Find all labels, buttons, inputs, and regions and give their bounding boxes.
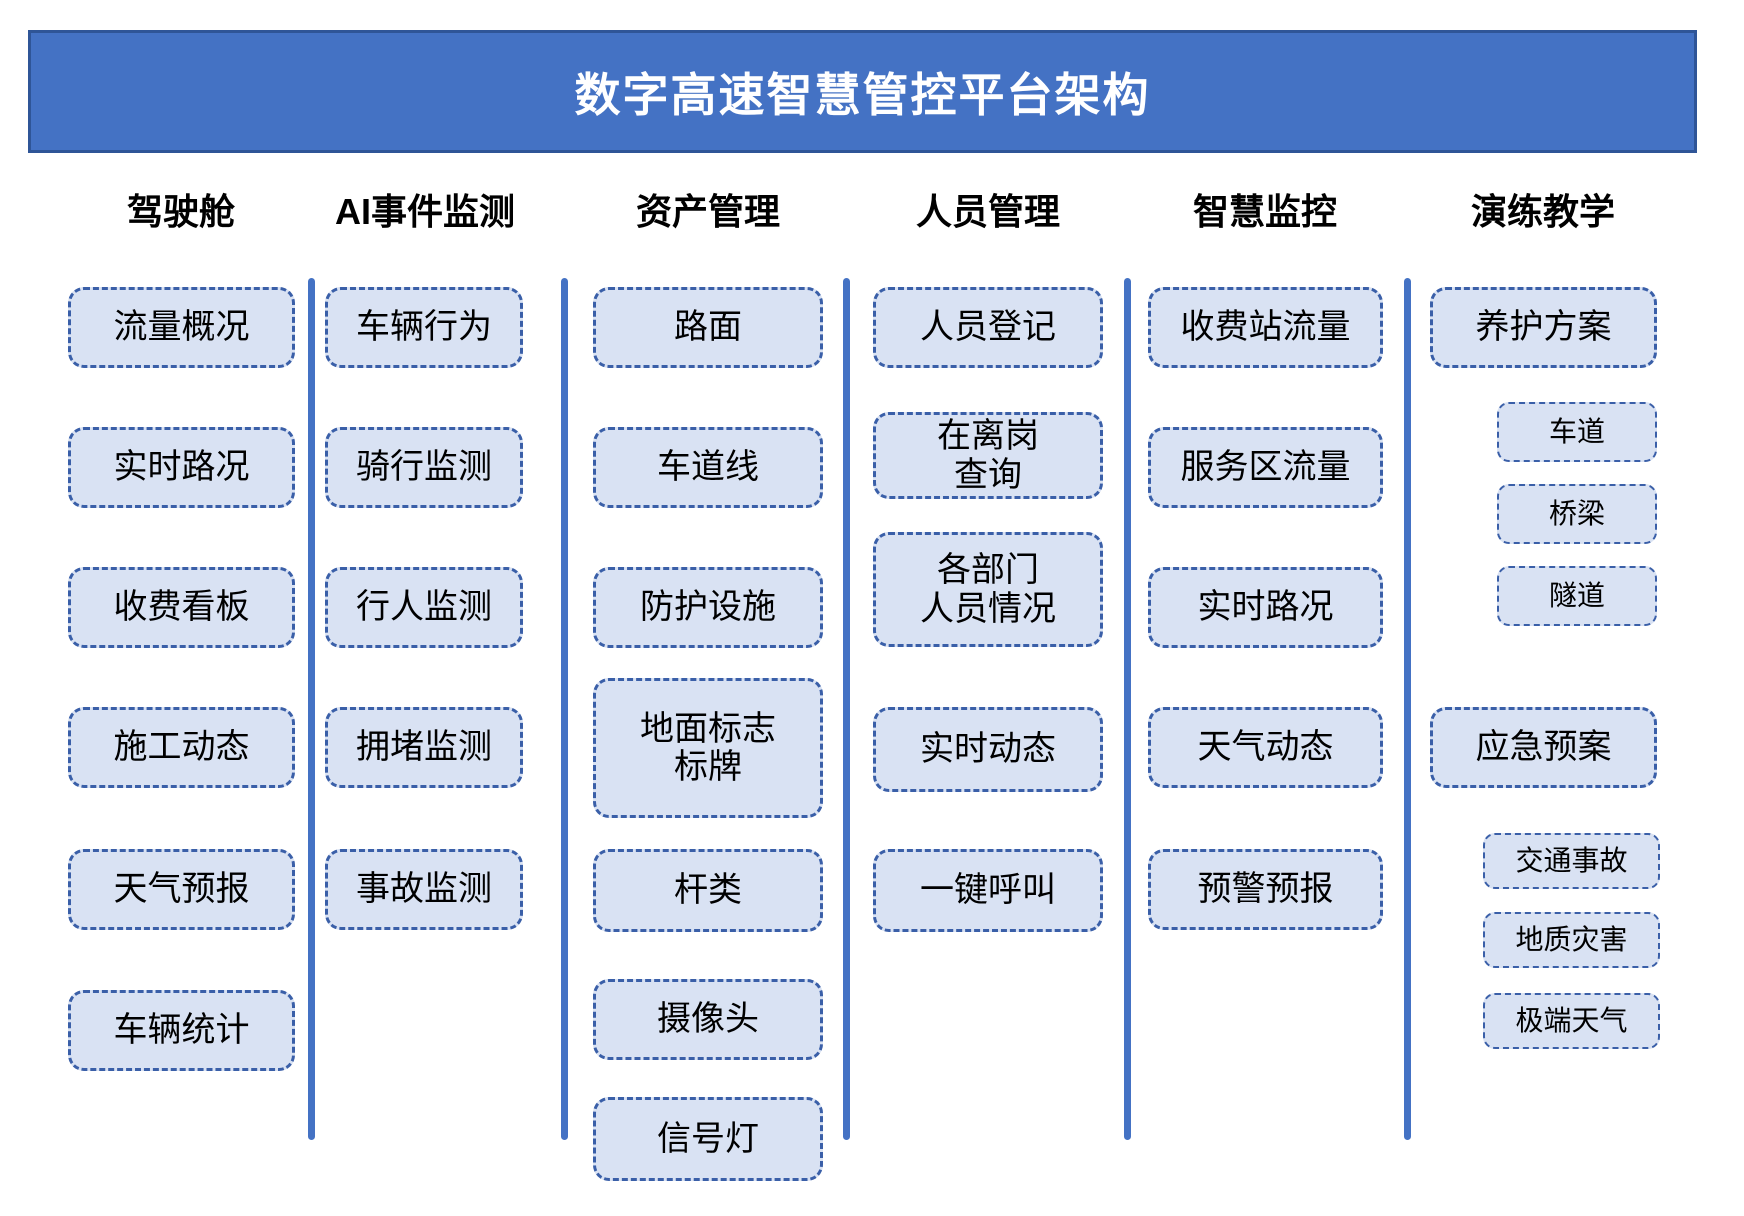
module-box-realtime-traffic: 实时路况	[68, 427, 295, 508]
module-box-emergency-plan: 应急预案	[1430, 707, 1657, 788]
column-header-cockpit: 驾驶舱	[126, 191, 235, 232]
module-box-traffic-accident: 交通事故	[1483, 833, 1660, 889]
module-box-bridge: 桥梁	[1497, 484, 1657, 544]
module-box-extreme-weather: 极端天气	[1483, 993, 1660, 1049]
column-divider	[1404, 278, 1411, 1140]
module-box-poles: 杆类	[593, 849, 823, 932]
column-divider	[561, 278, 568, 1140]
column-header-personnel-management: 人员管理	[915, 191, 1060, 232]
column-header-ai-event-monitoring: AI事件监测	[334, 191, 515, 232]
module-box-lane: 车道	[1497, 402, 1657, 462]
module-box-lane-lines: 车道线	[593, 427, 823, 508]
module-box-flow-overview: 流量概况	[68, 287, 295, 368]
column-header-asset-management: 资产管理	[635, 191, 780, 232]
module-box-accident-monitor: 事故监测	[325, 849, 523, 930]
module-box-one-touch-call: 一键呼叫	[873, 849, 1103, 932]
module-box-protective-facilities: 防护设施	[593, 567, 823, 648]
module-box-service-area-flow: 服务区流量	[1148, 427, 1383, 508]
module-box-construction-status: 施工动态	[68, 707, 295, 788]
module-box-maintenance-plan: 养护方案	[1430, 287, 1657, 368]
module-box-cameras: 摄像头	[593, 979, 823, 1060]
column-divider	[1124, 278, 1131, 1140]
module-box-weather-forecast: 天气预报	[68, 849, 295, 930]
module-box-toll-board: 收费看板	[68, 567, 295, 648]
module-box-pedestrian-monitor: 行人监测	[325, 567, 523, 648]
module-box-geological-disaster: 地质灾害	[1483, 912, 1660, 968]
column-header-drill-teaching: 演练教学	[1470, 191, 1615, 232]
module-box-ground-signs: 地面标志 标牌	[593, 678, 823, 818]
module-box-cycling-monitor: 骑行监测	[325, 427, 523, 508]
column-divider	[843, 278, 850, 1140]
module-box-tunnel: 隧道	[1497, 566, 1657, 626]
module-box-road-surface: 路面	[593, 287, 823, 368]
module-box-congestion-monitor: 拥堵监测	[325, 707, 523, 788]
module-box-vehicle-stats: 车辆统计	[68, 990, 295, 1071]
page-title: 数字高速智慧管控平台架构	[574, 68, 1151, 121]
module-box-on-off-duty-query: 在离岗 查询	[873, 412, 1103, 499]
column-header-smart-monitoring: 智慧监控	[1192, 191, 1337, 232]
module-box-toll-station-flow: 收费站流量	[1148, 287, 1383, 368]
module-box-weather-status: 天气动态	[1148, 707, 1383, 788]
module-box-realtime-road: 实时路况	[1148, 567, 1383, 648]
module-box-warning-forecast: 预警预报	[1148, 849, 1383, 930]
module-box-personnel-registration: 人员登记	[873, 287, 1103, 368]
module-box-realtime-status: 实时动态	[873, 707, 1103, 792]
module-box-department-staff-status: 各部门 人员情况	[873, 532, 1103, 647]
title-banner: 数字高速智慧管控平台架构	[28, 30, 1697, 153]
column-divider	[308, 278, 315, 1140]
module-box-vehicle-behavior: 车辆行为	[325, 287, 523, 368]
module-box-signal-lights: 信号灯	[593, 1097, 823, 1181]
